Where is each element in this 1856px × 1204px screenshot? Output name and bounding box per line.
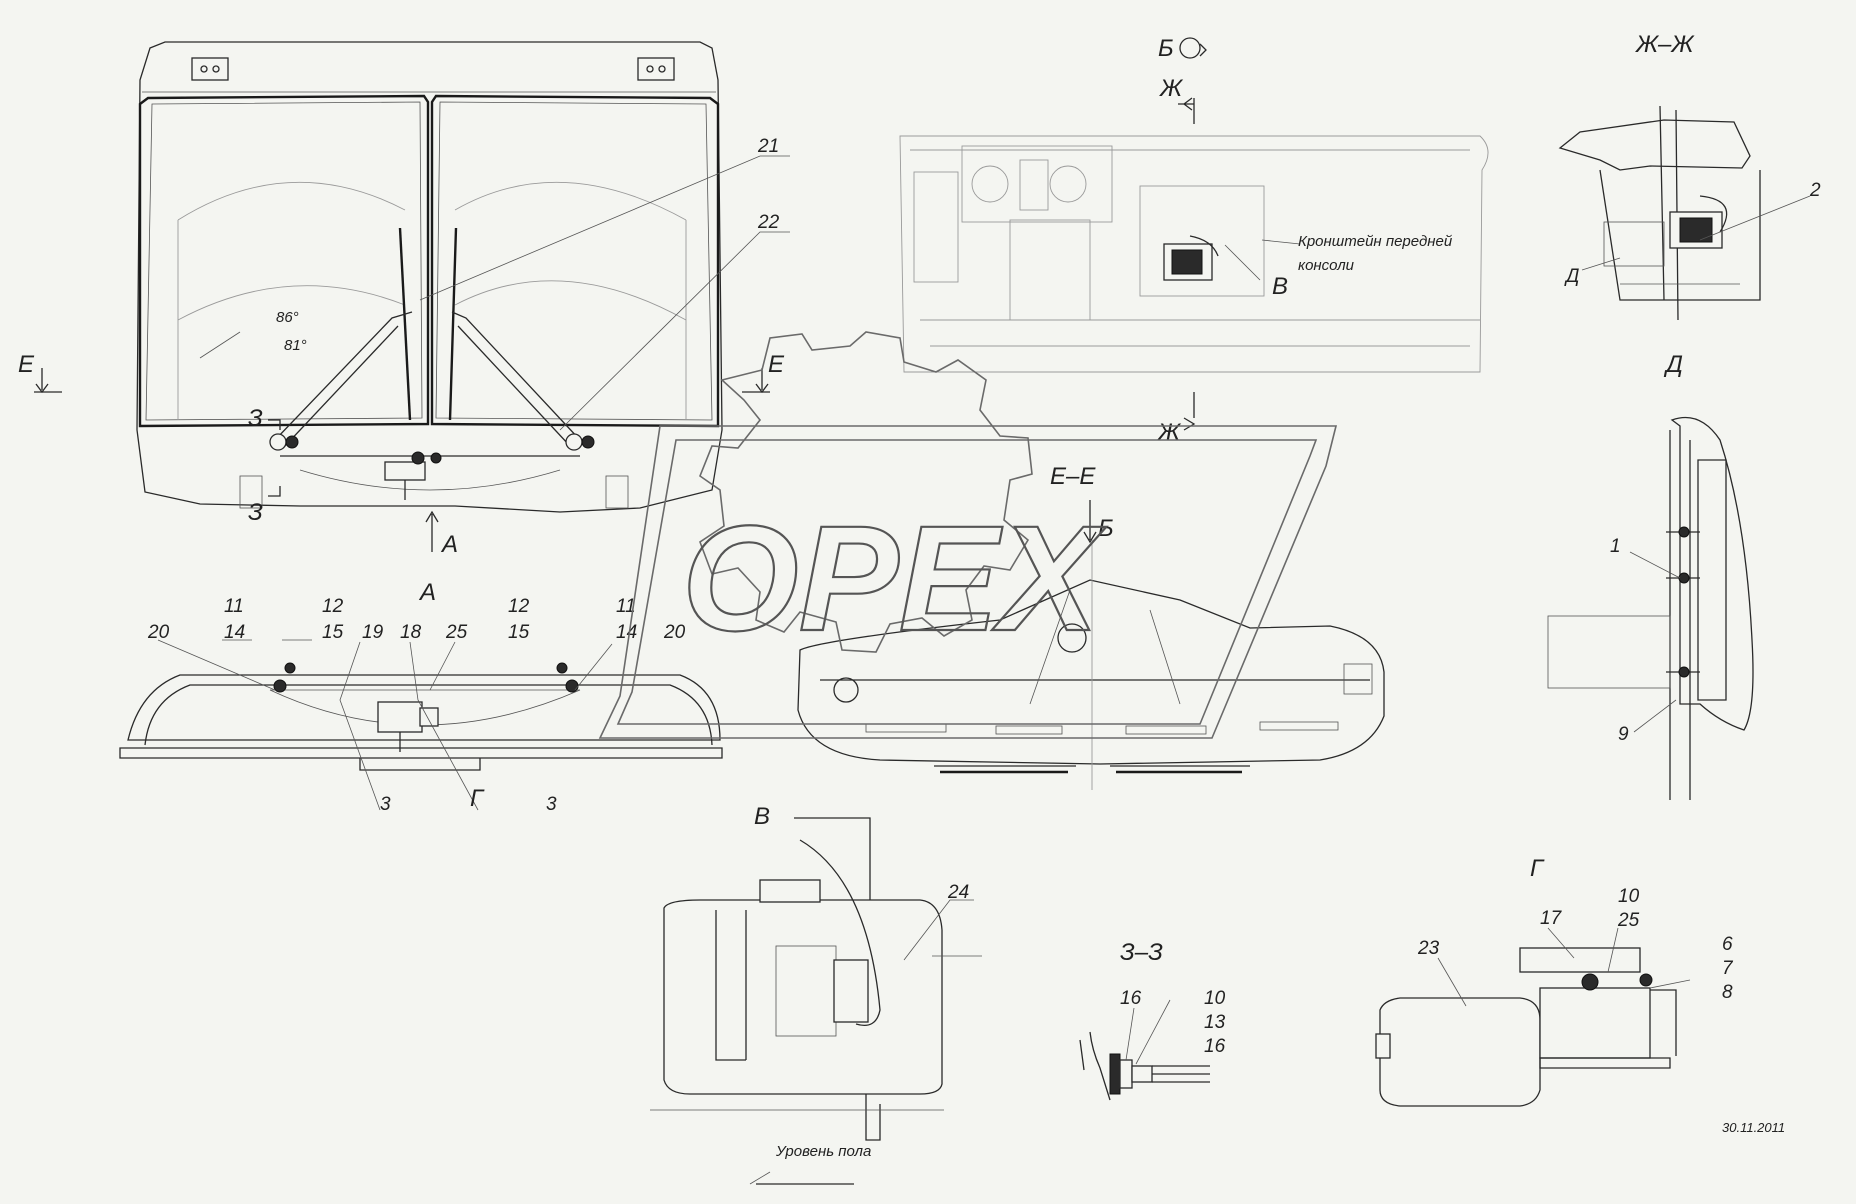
pos-25-g-label: 25 bbox=[1617, 910, 1640, 931]
view-a-arrow-label: А bbox=[440, 531, 458, 558]
pos-16-top-label: 16 bbox=[1120, 988, 1142, 1009]
pos-20-right-label: 20 bbox=[663, 622, 686, 643]
section-zh-zh: Ж–Ж Д 2 bbox=[1558, 31, 1821, 321]
pos-15-left-label: 15 bbox=[322, 622, 344, 643]
pos-11-left-label: 11 bbox=[224, 596, 244, 617]
motor-gearbox bbox=[1539, 987, 1651, 1059]
washer-pump bbox=[833, 959, 869, 1023]
pos-11-right-label: 11 bbox=[616, 596, 636, 617]
cut-e-right-label: Е bbox=[768, 351, 785, 378]
cut-z-top-label: З bbox=[248, 405, 263, 432]
view-d-title: Д bbox=[1663, 351, 1683, 378]
pos-21-label: 21 bbox=[757, 136, 779, 157]
pos-3-left-label: 3 bbox=[380, 794, 391, 815]
pos-14-left-label: 14 bbox=[224, 622, 245, 643]
pos-16-bottom-label: 16 bbox=[1204, 1036, 1226, 1057]
floor-level-note: Уровень пола bbox=[775, 1143, 871, 1160]
motor-crank bbox=[1519, 947, 1641, 973]
view-b-ref-label: Б bbox=[1098, 515, 1114, 542]
section-z-z: З–З 16 10 13 16 bbox=[1079, 939, 1226, 1101]
pos-20-left-label: 20 bbox=[147, 622, 170, 643]
pos-13-label: 13 bbox=[1204, 1012, 1226, 1033]
bracket-note-line2: консоли bbox=[1298, 257, 1355, 274]
view-v-drawing: В 24 Уровень пола bbox=[650, 803, 982, 1185]
cut-zh-top-label: Ж bbox=[1159, 75, 1184, 102]
wiper-left bbox=[269, 227, 413, 451]
pos-25-label: 25 bbox=[445, 622, 468, 643]
angle-86-label: 86° bbox=[276, 309, 299, 326]
pos-10-zz-label: 10 bbox=[1204, 988, 1226, 1009]
pos-8-label: 8 bbox=[1722, 982, 1733, 1003]
angle-81-label: 81° bbox=[284, 337, 307, 354]
cut-z-bottom-label: З bbox=[248, 499, 263, 526]
view-v-title: В bbox=[754, 803, 770, 830]
mount-bracket-right bbox=[637, 57, 675, 81]
view-g-title: Г bbox=[1530, 855, 1545, 882]
view-a-drawing: А 20 11 14 12 15 19 18 25 12 15 11 14 20… bbox=[119, 579, 723, 815]
view-g-ref-label: Г bbox=[470, 785, 485, 812]
pos-7-label: 7 bbox=[1722, 958, 1734, 979]
view-d-drawing: Д 1 9 bbox=[1547, 351, 1754, 800]
reservoir-cap bbox=[759, 879, 821, 903]
pos-10-g-label: 10 bbox=[1618, 886, 1640, 907]
section-ee-title: Е–Е bbox=[1050, 463, 1096, 490]
watermark-text: OPEX bbox=[682, 494, 1107, 662]
pos-12-right-label: 12 bbox=[508, 596, 530, 617]
pos-17-label: 17 bbox=[1540, 908, 1563, 929]
pos-6-label: 6 bbox=[1722, 934, 1733, 955]
mount-bracket-left bbox=[191, 57, 229, 81]
date-stamp: 30.11.2011 bbox=[1722, 1120, 1785, 1135]
pos-15-right-label: 15 bbox=[508, 622, 530, 643]
pos-9-label: 9 bbox=[1618, 724, 1629, 745]
pos-2-label: 2 bbox=[1809, 180, 1821, 201]
bracket-note-line1: Кронштейн передней bbox=[1298, 233, 1453, 250]
view-g-drawing: Г 17 10 25 6 7 8 23 bbox=[1375, 855, 1734, 1107]
wiper-motor-top bbox=[377, 701, 423, 733]
dashboard-view: Б Ж Кронштейн передней консоли В Ж bbox=[899, 35, 1489, 446]
cut-e-left-label: Е bbox=[18, 351, 35, 378]
section-zz-title: З–З bbox=[1120, 939, 1163, 966]
pos-14-right-label: 14 bbox=[616, 622, 637, 643]
view-d-ref-label: Д bbox=[1564, 266, 1579, 287]
pos-22-label: 22 bbox=[757, 212, 780, 233]
pos-3-right-label: 3 bbox=[546, 794, 557, 815]
section-e-e: Е–Е Б bbox=[797, 463, 1385, 790]
pos-1-label: 1 bbox=[1610, 536, 1621, 557]
view-b-title: Б bbox=[1158, 35, 1174, 62]
pos-23-label: 23 bbox=[1417, 938, 1440, 959]
bus-front-view: 86° 81° 21 22 Е Е З З А bbox=[18, 41, 790, 558]
view-a-title: А bbox=[418, 579, 436, 606]
opex-watermark: OPEX bbox=[598, 331, 1338, 739]
pos-24-label: 24 bbox=[947, 882, 969, 903]
view-v-ref-label: В bbox=[1272, 273, 1288, 300]
pos-19-label: 19 bbox=[362, 622, 384, 643]
wiper-right bbox=[448, 227, 595, 451]
pos-18-label: 18 bbox=[400, 622, 422, 643]
pos-12-left-label: 12 bbox=[322, 596, 344, 617]
cut-zh-bottom-label: Ж bbox=[1157, 419, 1182, 446]
section-zhzh-title: Ж–Ж bbox=[1635, 31, 1695, 58]
